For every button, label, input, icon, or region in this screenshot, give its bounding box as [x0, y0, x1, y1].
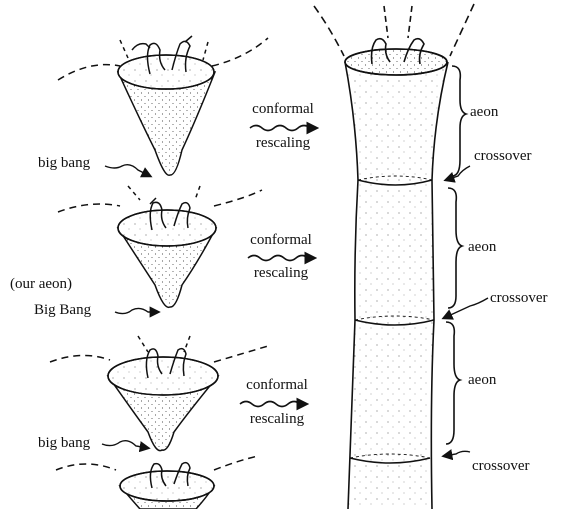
- aeon-label-1: aeon: [470, 104, 498, 120]
- rescaling-label-3: rescaling: [232, 411, 322, 427]
- funnel-lower: [50, 336, 268, 451]
- aeon-label-2: aeon: [468, 239, 496, 255]
- aeon-label-3: aeon: [468, 372, 496, 388]
- conformal-label-2: conformal: [236, 232, 326, 248]
- big-bang-label-bottom: big bang: [38, 435, 90, 451]
- rescaling-label-2: rescaling: [236, 265, 326, 281]
- conformal-label-1: conformal: [238, 101, 328, 117]
- rescaling-label-1: rescaling: [238, 135, 328, 151]
- conformal-label-3: conformal: [232, 377, 322, 393]
- conformal-tube: [314, 4, 474, 509]
- crossover-label-3: crossover: [472, 458, 529, 474]
- funnel-middle: [58, 186, 262, 307]
- crossover-label-2: crossover: [490, 290, 547, 306]
- big-bang-label-middle: Big Bang: [34, 302, 91, 318]
- our-aeon-label: (our aeon): [10, 276, 72, 292]
- funnel-bottom-partial: [56, 456, 258, 509]
- big-bang-label-top: big bang: [38, 155, 90, 171]
- crossover-label-1: crossover: [474, 148, 531, 164]
- crossover-pointers: [444, 166, 488, 456]
- aeon-braces: [446, 66, 466, 444]
